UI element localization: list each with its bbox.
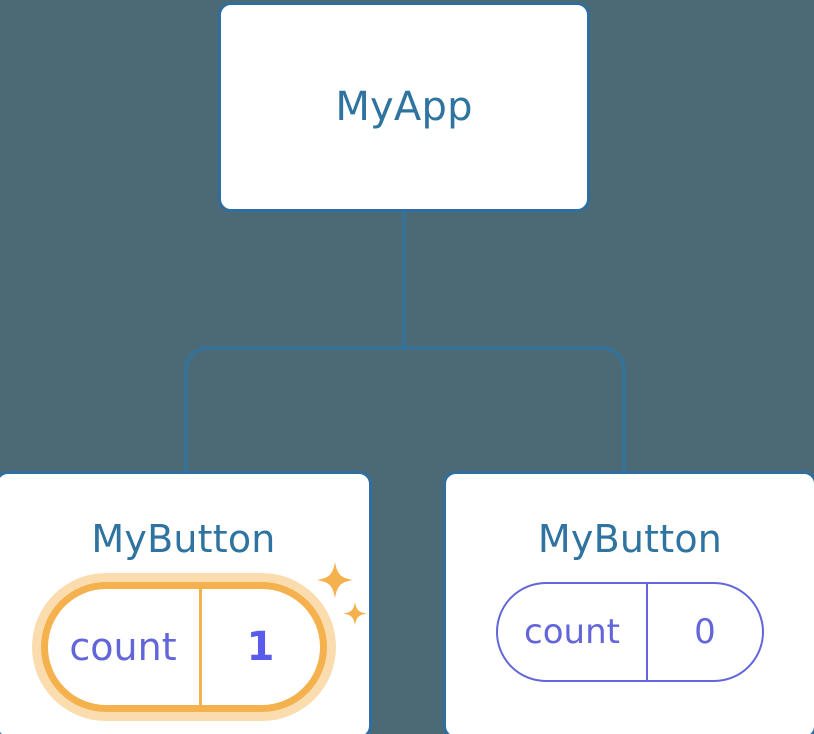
state-pill-right[interactable]: count 0 (496, 582, 764, 682)
node-title-child-right: MyButton (537, 517, 723, 561)
state-key-right: count (524, 612, 620, 652)
state-value-right: 0 (694, 612, 716, 652)
state-pill-wrap-right: count 0 (496, 582, 764, 682)
node-title-child-left: MyButton (91, 517, 276, 561)
state-pill-wrap-left: count 1 (40, 562, 367, 712)
state-pill-left[interactable]: count 1 (40, 582, 327, 712)
state-value-left: 1 (246, 624, 275, 670)
node-card-myapp[interactable]: MyApp (218, 2, 590, 212)
connector-branch-left (184, 346, 406, 475)
node-card-mybutton-right[interactable]: MyButton count 0 (443, 471, 814, 734)
connector-branch-right (402, 346, 626, 475)
state-divider-right (646, 584, 648, 680)
state-key-left: count (69, 625, 177, 669)
node-card-mybutton-left[interactable]: MyButton count 1 (0, 471, 372, 734)
node-title-root: MyApp (335, 84, 473, 130)
state-divider-left (198, 589, 202, 705)
